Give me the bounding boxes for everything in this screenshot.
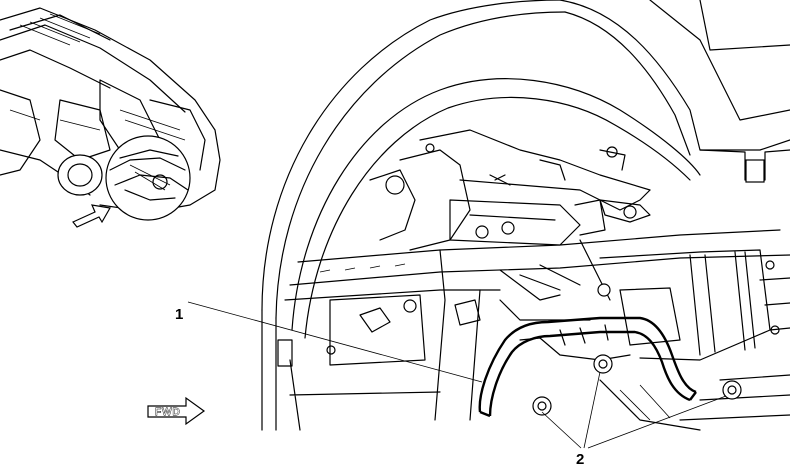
leader-line-2b (583, 371, 601, 449)
fender-arch (261, 0, 790, 339)
wheelhouse-structure (369, 129, 651, 301)
leader-lines (187, 301, 727, 449)
callout-1: 1 (175, 306, 183, 323)
frame-rail (261, 229, 790, 431)
bolt-fastener (593, 354, 613, 374)
bolt-fastener (722, 380, 742, 400)
leader-line-2c (587, 395, 727, 449)
callout-2: 2 (576, 451, 584, 468)
locator-zoom-circle (105, 135, 191, 221)
leader-line-1 (187, 301, 483, 383)
bolt-fastener (403, 299, 417, 313)
leader-line-2a (541, 411, 582, 449)
bolt-fastener (501, 221, 515, 235)
bolt-fastener (532, 396, 552, 416)
forward-arrow-label: FWD (155, 407, 181, 418)
locator-pointer-arrow (72, 204, 111, 228)
vehicle-locator-inset (0, 7, 221, 228)
bolt-fasteners (532, 354, 742, 416)
bracket-part (478, 316, 697, 418)
bolt-fastener (475, 225, 489, 239)
forward-direction-arrow: FWD (147, 396, 206, 426)
